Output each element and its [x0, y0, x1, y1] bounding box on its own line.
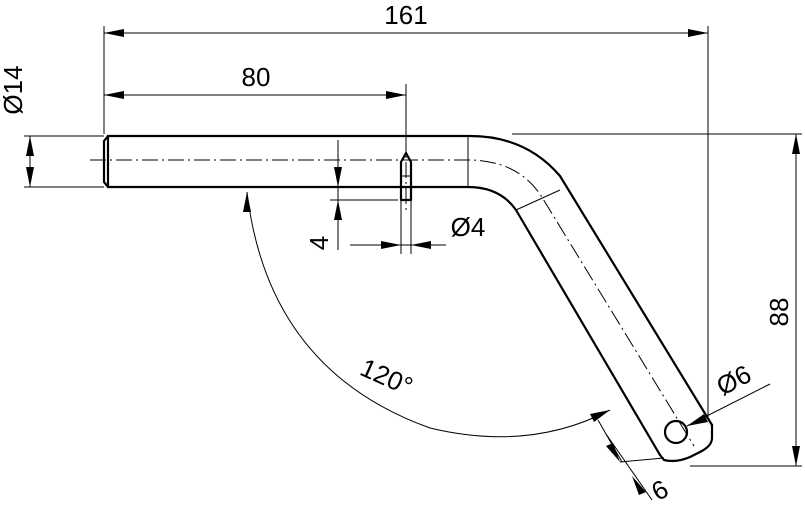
arrow-head — [26, 167, 34, 187]
dim-label-d4: Ø4 — [451, 212, 486, 242]
dim-bend-angle: 120° — [243, 191, 611, 438]
shaft-inner-edge — [106, 185, 662, 457]
arrow-head — [632, 476, 646, 495]
arrow-head — [792, 446, 800, 466]
dim-hole-position: 80 — [104, 62, 407, 150]
dim-label-d14: Ø14 — [0, 65, 28, 114]
extension-line — [597, 419, 623, 463]
arrow-head — [687, 414, 708, 426]
dim-pin-offset: 4 — [304, 140, 398, 250]
arrow-head — [26, 136, 34, 156]
angle-arc — [246, 191, 611, 438]
part-outline — [102, 134, 714, 463]
end-hole — [663, 419, 689, 445]
dim-pin-diameter: Ø4 — [350, 200, 485, 254]
pin-body — [399, 151, 413, 202]
dim-end-offset: 6 — [597, 419, 673, 507]
dim-label-6: 6 — [646, 473, 673, 506]
extension-line — [619, 457, 665, 463]
arrow-head — [590, 410, 610, 422]
shaft-outer-edge — [106, 134, 714, 427]
bend-end-line — [515, 189, 561, 211]
dim-label-d6: Ø6 — [711, 359, 756, 402]
dim-label-4: 4 — [304, 236, 334, 250]
dim-label-88: 88 — [764, 298, 794, 327]
leg-end — [658, 423, 714, 463]
dim-label-161: 161 — [384, 0, 427, 30]
arrow-head — [104, 91, 124, 99]
dim-overall-length: 161 — [103, 0, 709, 420]
arrow-head — [243, 192, 251, 212]
arrow-head — [104, 29, 124, 37]
arrow-head — [792, 134, 800, 154]
arrow-head — [381, 241, 401, 249]
dim-height: 88 — [512, 133, 802, 467]
arrow-head — [688, 29, 708, 37]
arrow-head — [334, 200, 342, 220]
arrow-head — [334, 167, 342, 187]
shaft-left-end — [102, 134, 110, 189]
shaft-centerline — [90, 159, 695, 447]
dim-label-80: 80 — [242, 62, 271, 92]
dim-shaft-diameter: Ø14 — [0, 65, 104, 188]
arrow-head — [606, 443, 620, 462]
arrow-head — [411, 241, 431, 249]
dim-label-120: 120° — [356, 352, 417, 401]
arrow-head — [386, 91, 406, 99]
dim-end-hole: Ø6 — [686, 359, 771, 427]
